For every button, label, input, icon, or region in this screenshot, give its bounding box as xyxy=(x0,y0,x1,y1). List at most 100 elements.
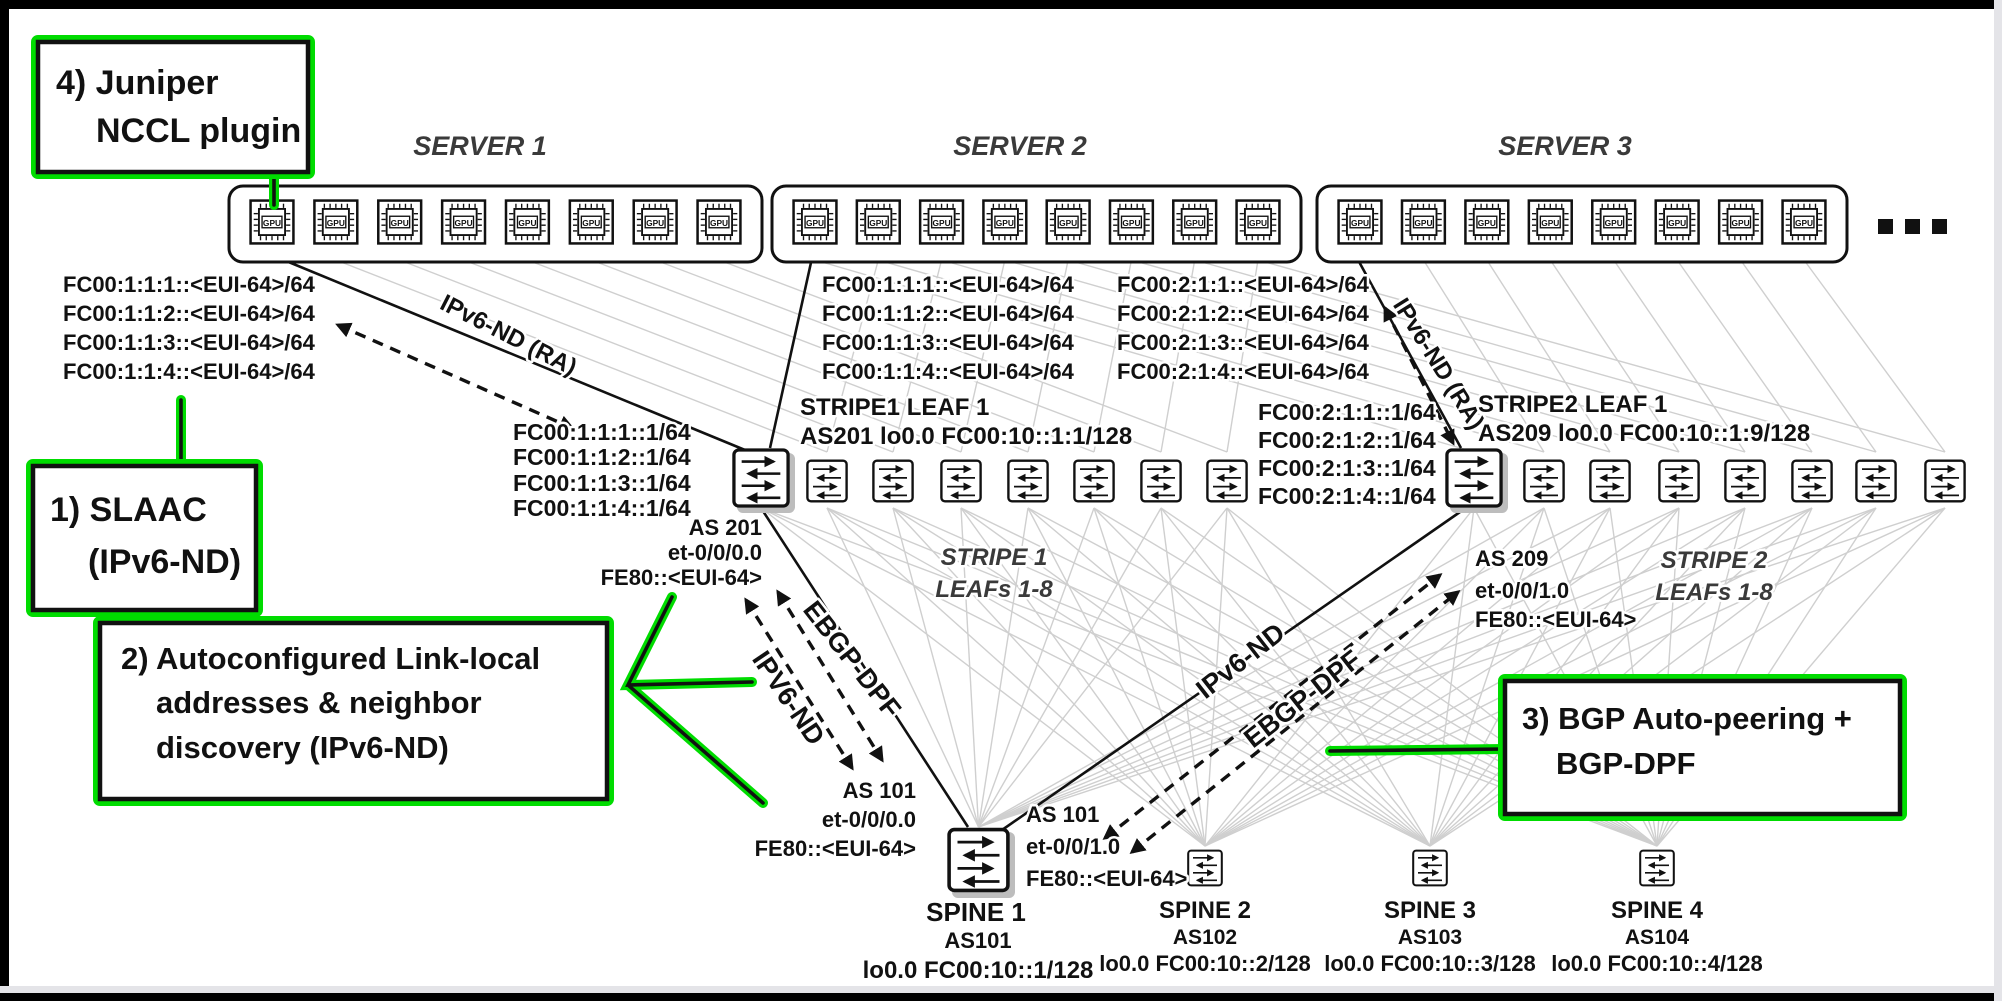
link-line xyxy=(892,259,943,453)
stripe2-leaf-icon xyxy=(1792,461,1831,502)
server2-label: SERVER 2 xyxy=(953,131,1087,161)
stripe1-leaf1-gateway-addresses: FC00:1:1:1::1/64 FC00:1:1:2::1/64 FC00:1… xyxy=(511,417,694,524)
link-line xyxy=(591,259,1095,453)
link-line xyxy=(960,259,1006,453)
spine4-name: SPINE 4 xyxy=(1611,897,1704,924)
link-line xyxy=(335,259,828,453)
stripe2-leaf-icon xyxy=(1659,461,1698,502)
address-line: FC00:1:1:2::1/64 xyxy=(513,444,691,470)
more-servers-ellipsis xyxy=(1878,219,1947,234)
stripe2-leaf1-loopback: AS209 lo0.0 FC00:10::1:9/128 xyxy=(1478,420,1810,447)
ra-arrow-right xyxy=(1383,305,1455,446)
server3-label: SERVER 3 xyxy=(1498,131,1632,161)
spine1-asn: AS101 xyxy=(944,928,1011,953)
address-line: FC00:1:1:3::<EUI-64>/64 xyxy=(822,330,1075,355)
spine4-asn: AS104 xyxy=(1625,926,1690,949)
callout-3-bgp-autopeering: 3) BGP Auto-peering + BGP-DPF xyxy=(1498,674,1907,821)
spine-labels: SPINE 1 AS101 lo0.0 FC00:10::1/128 SPINE… xyxy=(860,895,1765,987)
stripe2-leaf1-icon xyxy=(1447,450,1501,506)
spine3-name: SPINE 3 xyxy=(1384,897,1476,924)
address-line: FC00:1:1:3::1/64 xyxy=(513,470,691,496)
link-line xyxy=(654,259,1162,453)
callout-line: discovery (IPv6-ND) xyxy=(156,730,449,765)
link-line xyxy=(399,259,894,453)
link-line xyxy=(1004,259,1680,453)
link-line xyxy=(1739,259,1877,453)
gpu-icon xyxy=(1108,199,1155,245)
address-line: FC00:1:1:1::1/64 xyxy=(513,419,691,445)
stripe2-leaf1-port-labels: AS 209 et-0/0/1.0 FE80::<EUI-64> xyxy=(1473,544,1639,635)
link-line xyxy=(1093,259,1133,453)
gpu-icon xyxy=(632,199,678,245)
gpu-icon xyxy=(1527,199,1573,245)
stripe2-group-label2: LEAFs 1-8 xyxy=(1655,579,1773,606)
callout-connectors xyxy=(176,167,1510,808)
link-line xyxy=(1226,259,1259,453)
callout-line: 2) Autoconfigured Link-local xyxy=(121,641,540,676)
spine2-name: SPINE 2 xyxy=(1159,897,1251,924)
spine2-asn: AS102 xyxy=(1173,926,1237,949)
port-as: AS 101 xyxy=(1026,802,1099,827)
link-line xyxy=(1676,259,1813,453)
stripe2-leaf1-title: STRIPE2 LEAF 1 xyxy=(1478,391,1667,418)
link-line xyxy=(1803,259,1946,453)
link-line xyxy=(1486,259,1611,453)
gpu-icon xyxy=(1400,199,1447,245)
address-line: FC00:1:1:4::<EUI-64>/64 xyxy=(822,359,1075,384)
server1-box xyxy=(227,184,764,264)
stripe2-leaf-icon xyxy=(1925,461,1964,502)
gpu-icon xyxy=(377,199,423,245)
gpu-icon xyxy=(1172,199,1218,245)
stripe1-leaf-icon xyxy=(1141,461,1180,502)
address-line: FC00:1:1:1::<EUI-64>/64 xyxy=(822,272,1075,297)
port-ll: FE80::<EUI-64> xyxy=(1026,866,1187,891)
stripe2-leaf-icon xyxy=(1590,461,1629,502)
protocol-arrows xyxy=(335,305,1461,854)
link-line xyxy=(527,259,1029,453)
spine1-icon xyxy=(949,830,1008,891)
link-line xyxy=(1194,259,1877,453)
port-if: et-0/0/0.0 xyxy=(822,807,916,832)
port-as: AS 209 xyxy=(1475,546,1548,571)
link-line xyxy=(941,259,1611,453)
link-line xyxy=(1257,259,1946,453)
gpu-icon xyxy=(696,199,742,245)
address-line: FC00:2:1:1::<EUI-64>/64 xyxy=(1117,272,1370,297)
stripe1-leaf-icon xyxy=(1207,461,1246,502)
callout-line: addresses & neighbor xyxy=(156,685,482,720)
stripe1-leaf-icon xyxy=(873,461,912,502)
gpu-icon xyxy=(1464,199,1510,245)
link-line xyxy=(1160,259,1196,453)
stripe1-group-label: STRIPE 1 xyxy=(941,544,1048,571)
address-line: FC00:1:1:2::<EUI-64>/64 xyxy=(822,301,1075,326)
stripe1-leaf-icon xyxy=(1074,461,1113,502)
callout-box xyxy=(35,39,311,175)
port-if: et-0/0/0.0 xyxy=(668,540,762,565)
gpu-icon xyxy=(1045,199,1091,245)
link-line xyxy=(977,507,1095,828)
address-line: FC00:2:1:4::<EUI-64>/64 xyxy=(1117,359,1370,384)
server2-stripe2-host-addresses: FC00:2:1:1::<EUI-64>/64 FC00:2:1:2::<EUI… xyxy=(1115,270,1373,387)
callout-4-juniper-nccl: 4) Juniper NCCL plugin xyxy=(31,35,315,179)
stripe1-group-label2: LEAFs 1-8 xyxy=(935,576,1053,603)
ebgp-arrow-left xyxy=(776,589,884,763)
callout-line: (IPv6-ND) xyxy=(88,543,241,581)
port-ll: FE80::<EUI-64> xyxy=(755,836,916,861)
stripe2-leaf1-gateway-addresses: FC00:2:1:1::1/64 FC00:2:1:2::1/64 FC00:2… xyxy=(1256,397,1439,512)
address-line: FC00:2:1:4::1/64 xyxy=(1258,483,1436,509)
address-line: FC00:2:1:1::1/64 xyxy=(1258,399,1436,425)
callout-box xyxy=(30,463,259,613)
stripe1-leaf1-loopback: AS201 lo0.0 FC00:10::1:1/128 xyxy=(800,423,1132,450)
link-line xyxy=(1027,259,1069,453)
link-server2gpu1-leaf1 xyxy=(768,257,814,449)
spine2-icon xyxy=(1188,851,1222,886)
link-line xyxy=(826,507,980,828)
gpu-icon xyxy=(568,199,614,245)
port-ll: FE80::<EUI-64> xyxy=(601,565,762,590)
spine1-loopback: lo0.0 FC00:10::1/128 xyxy=(863,957,1094,984)
gpu-icon xyxy=(1717,199,1764,245)
address-line: FC00:2:1:2::1/64 xyxy=(1258,427,1436,453)
callout-box xyxy=(1502,678,1903,817)
